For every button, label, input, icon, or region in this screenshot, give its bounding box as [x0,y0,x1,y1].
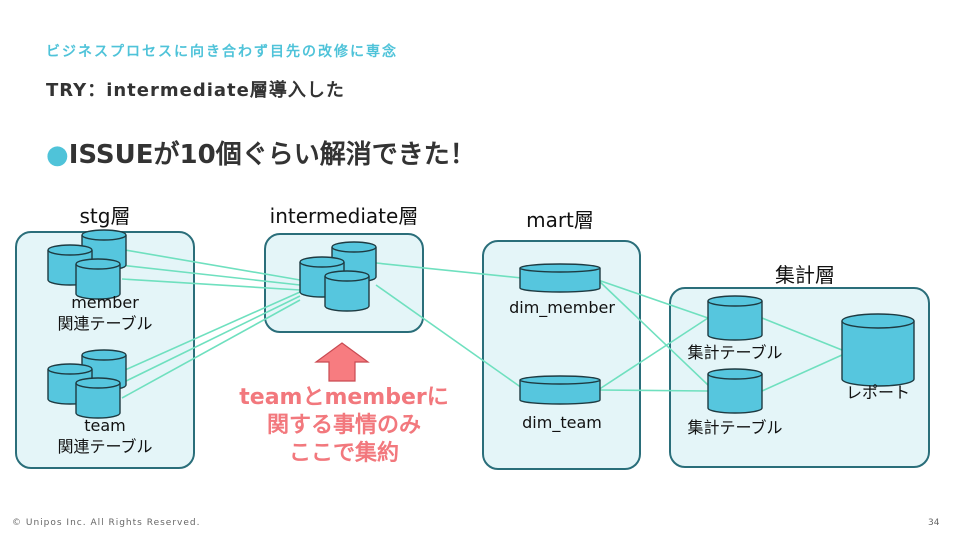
aggregate-table-1 [707,295,763,341]
up-arrow-icon [314,342,370,382]
stg-team-label-line1: team [84,416,126,435]
page-number: 34 [928,518,940,528]
stg-team-label-line2: 関連テーブル [57,437,153,456]
slide-title: TRY：intermediate層導入した [46,80,345,101]
stg-team-label: team 関連テーブル [35,415,175,457]
aggregate-layer-label: 集計層 [775,263,835,287]
dim-team-table [519,375,601,405]
callout-line3: ここで集約 [288,441,399,466]
intermediate-layer-label: intermediate層 [269,204,419,228]
mart-layer-label: mart層 [526,208,594,232]
callout-line1: teamとmemberに [239,385,449,410]
intermediate-tables [299,241,377,312]
stg-member-label: member 関連テーブル [35,292,175,334]
bullet-point: ●ISSUEが10個ぐらい解消できた！ [46,134,476,171]
callout-text: teamとmemberに 関する事情のみ ここで集約 [226,384,462,468]
stg-member-label-line1: member [71,293,139,312]
slide-subtitle: ビジネスプロセスに向き合わず目先の改修に専念 [46,44,398,60]
bullet-dot-icon: ● [46,140,69,170]
connector-lines [119,249,843,399]
stg-member-tables [47,229,127,300]
callout-line2: 関する事情のみ [266,413,421,438]
aggregate-table-2 [707,368,763,414]
stg-member-label-line2: 関連テーブル [57,314,153,333]
report-label: レポート [845,383,910,402]
aggregate-table-2-label: 集計テーブル [687,418,783,437]
stg-team-tables [47,349,127,419]
aggregate-table-1-label: 集計テーブル [687,343,783,362]
bullet-text: ISSUEが10個ぐらい解消できた！ [68,140,476,170]
stg-layer-label: stg層 [79,204,131,228]
dim-team-label: dim_team [522,413,602,432]
copyright-footer: © Unipos Inc. All Rights Reserved. [12,518,201,528]
dim-member-table [519,263,601,293]
dim-member-label: dim_member [509,298,615,317]
report-cylinder [841,313,915,387]
